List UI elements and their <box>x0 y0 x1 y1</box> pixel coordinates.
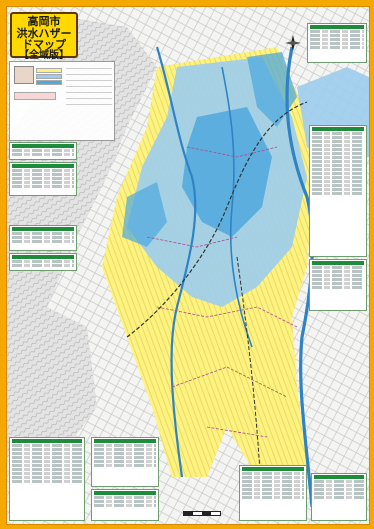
shelter-table-3 <box>9 225 77 251</box>
river-branch <box>221 66 253 348</box>
flood-zone-deep-west <box>122 182 167 247</box>
shelter-table-1 <box>9 142 77 160</box>
compass-icon <box>285 35 301 51</box>
legend <box>9 61 115 141</box>
title-city: 高岡市 <box>27 15 61 28</box>
legend-house-illustration <box>14 66 34 84</box>
shelter-table-5 <box>9 437 85 521</box>
map-frame: 高岡市 洪水ハザードマップ 【全域版】 <box>6 6 370 525</box>
map-title: 高岡市 洪水ハザードマップ 【全域版】 <box>10 12 78 60</box>
legend-swatch-zone <box>14 92 56 100</box>
legend-swatch-medium <box>36 74 62 79</box>
shelter-table-6 <box>307 23 367 63</box>
western-hills-south <box>7 307 97 457</box>
title-edition: 【全域版】 <box>19 49 69 61</box>
title-main: 洪水ハザードマップ <box>16 26 72 52</box>
shelter-table-7 <box>309 125 367 257</box>
legend-swatch-deep <box>36 80 62 85</box>
flood-zone-deep <box>182 107 272 237</box>
district-boundaries <box>146 146 298 438</box>
scale-bar <box>183 511 221 516</box>
legend-swatch-shallow <box>36 68 62 73</box>
shelter-table-4 <box>9 253 77 271</box>
rail-line <box>126 101 308 338</box>
shelter-table-10 <box>91 437 159 487</box>
rail-line-south <box>236 256 263 508</box>
shelter-table-8 <box>309 259 367 311</box>
shelter-table-12 <box>239 465 307 521</box>
shelter-table-2 <box>9 162 77 196</box>
river-west <box>155 46 197 478</box>
flood-zone-deep-north <box>247 52 297 127</box>
shelter-table-11 <box>91 489 159 521</box>
legend-symbol-list <box>66 68 112 108</box>
shelter-table-9 <box>311 473 367 521</box>
